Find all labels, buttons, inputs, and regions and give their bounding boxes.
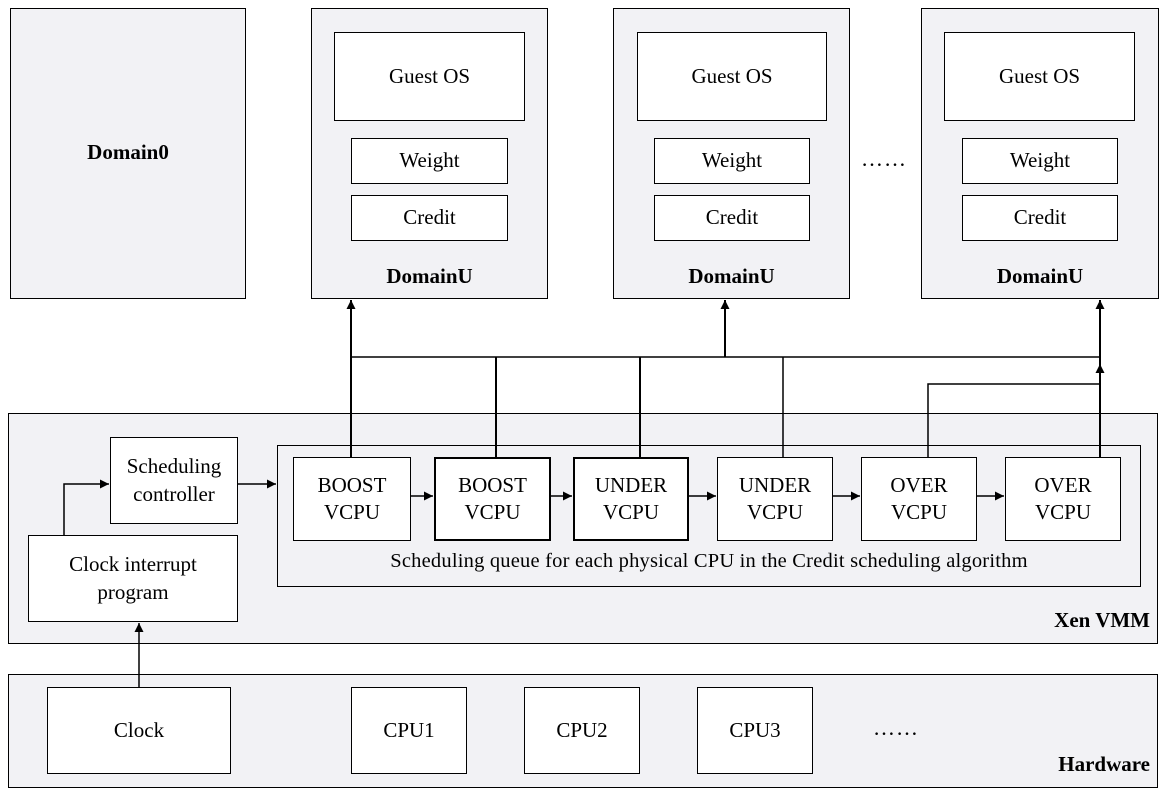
vcpu-state-3: UNDER [594, 472, 668, 497]
clock-box: Clock [47, 687, 231, 774]
domain-ellipsis: …… [861, 146, 907, 171]
vcpu-state-1: BOOST [317, 472, 387, 497]
domainu-label-1: DomainU [386, 264, 473, 288]
vcpu-box-3: UNDER VCPU [573, 457, 689, 541]
hardware-ellipsis: …… [873, 715, 919, 740]
guest-os-box-3: Guest OS [944, 32, 1135, 121]
vcpu-kind-6: VCPU [1034, 500, 1092, 524]
domain0-box [10, 8, 246, 299]
vcpu-kind-2: VCPU [464, 500, 521, 524]
xen-vmm-label: Xen VMM [1054, 608, 1150, 632]
vcpu-state-2: BOOST [458, 472, 527, 497]
vcpu-box-2: BOOST VCPU [434, 457, 551, 541]
credit-box-2: Credit [654, 195, 810, 241]
guest-os-box-1: Guest OS [334, 32, 525, 121]
guest-os-box-2: Guest OS [637, 32, 827, 121]
credit-box-3: Credit [962, 195, 1118, 241]
credit-box-1: Credit [351, 195, 508, 241]
hardware-label: Hardware [1058, 752, 1150, 776]
weight-box-1: Weight [351, 138, 508, 184]
domainu-label-2: DomainU [688, 264, 775, 288]
vcpu-kind-3: VCPU [602, 500, 660, 524]
vcpu-state-5: OVER [890, 472, 948, 497]
weight-box-2: Weight [654, 138, 810, 184]
cpu2-box: CPU2 [524, 687, 640, 774]
domainu-label-3: DomainU [996, 264, 1084, 288]
vcpu-state-4: UNDER [738, 472, 812, 497]
scheduling-controller-box: Scheduling controller [110, 437, 238, 524]
vcpu-kind-4: VCPU [746, 500, 804, 524]
vcpu-box-1: BOOST VCPU [293, 457, 411, 541]
scheduling-queue-caption: Scheduling queue for each physical CPU i… [390, 550, 1028, 572]
cpu3-box: CPU3 [697, 687, 813, 774]
vcpu-box-5: OVER VCPU [861, 457, 977, 541]
vcpu-state-6: OVER [1034, 472, 1092, 497]
vcpu-kind-1: VCPU [323, 500, 381, 524]
vcpu-box-6: OVER VCPU [1005, 457, 1121, 541]
cpu1-box: CPU1 [351, 687, 467, 774]
domain0-label: Domain0 [87, 140, 169, 164]
clock-interrupt-program-box: Clock interrupt program [28, 535, 238, 622]
vcpu-box-4: UNDER VCPU [717, 457, 833, 541]
weight-box-3: Weight [962, 138, 1118, 184]
scheduling-queue-box [277, 445, 1141, 587]
vcpu-kind-5: VCPU [890, 500, 948, 524]
